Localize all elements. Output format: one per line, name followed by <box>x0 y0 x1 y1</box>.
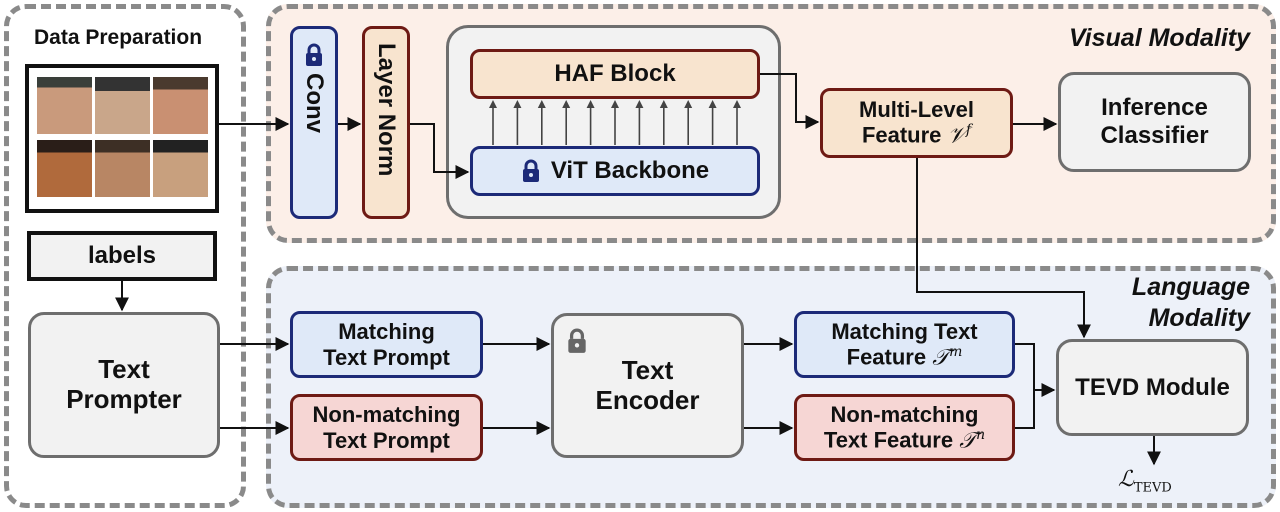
face-image <box>153 140 208 197</box>
lock-icon <box>306 43 322 66</box>
multi-level-line2: Feature <box>861 122 942 148</box>
visual-modality-title: Visual Modality <box>1068 24 1250 52</box>
matching-text-prompt-box: Matching Text Prompt <box>290 311 483 378</box>
nonmatching-feature-symbol: 𝒯 <box>959 428 977 454</box>
matching-feature-line1: Matching Text <box>831 318 978 344</box>
vit-backbone-label: ViT Backbone <box>550 157 710 185</box>
tevd-module-label: TEVD Module <box>1075 373 1230 401</box>
tevd-module-box: TEVD Module <box>1056 339 1249 436</box>
layer-norm-label: Layer Norm <box>372 43 400 177</box>
lock-icon <box>522 159 539 182</box>
labels-text: labels <box>87 242 157 270</box>
conv-label: Conv <box>300 73 328 133</box>
text-encoder-line1: Text <box>621 354 674 385</box>
text-prompter-line1: Text <box>98 354 150 385</box>
nonmatching-feature-line1: Non-matching <box>830 401 979 427</box>
face-image <box>95 77 150 134</box>
nonmatching-text-prompt-box: Non-matching Text Prompt <box>290 394 483 461</box>
language-title-line1: Language <box>1131 273 1250 301</box>
inference-line2: Classifier <box>1100 122 1209 149</box>
language-modality-title: Language Modality <box>1040 272 1250 335</box>
haf-block-box: HAF Block <box>470 49 760 99</box>
matching-prompt-line1: Matching <box>338 319 435 345</box>
inference-classifier-box: Inference Classifier <box>1058 72 1251 172</box>
nonmatching-prompt-line1: Non-matching <box>312 402 461 428</box>
vit-backbone-box: ViT Backbone <box>470 146 760 196</box>
haf-block-label: HAF Block <box>554 60 676 88</box>
inference-line1: Inference <box>1101 94 1208 122</box>
multi-level-symbol: 𝒱 <box>947 123 966 149</box>
matching-feature-sup: m <box>949 343 963 360</box>
multi-level-sup: f <box>965 122 972 139</box>
multi-level-feature-box: Multi-Level Feature 𝒱f <box>820 88 1013 158</box>
text-encoder-box: Text Encoder <box>551 313 744 458</box>
face-image-grid <box>25 64 219 213</box>
matching-text-feature-box: Matching Text Feature 𝒯m <box>794 311 1015 378</box>
face-image <box>37 140 92 197</box>
nonmatching-prompt-line2: Text Prompt <box>323 427 450 453</box>
loss-symbol: ℒ <box>1118 467 1134 492</box>
tevd-loss-label: ℒTEVD <box>1118 466 1172 495</box>
text-encoder-line2: Encoder <box>595 384 700 415</box>
text-prompter-box: Text Prompter <box>28 312 220 458</box>
layer-norm-box: Layer Norm <box>362 26 410 219</box>
labels-box: labels <box>27 231 217 281</box>
nonmatching-text-feature-box: Non-matching Text Feature 𝒯n <box>794 394 1015 461</box>
text-prompter-line2: Prompter <box>66 384 182 414</box>
language-title-line2: Modality <box>1148 304 1250 333</box>
face-image <box>37 77 92 134</box>
face-image <box>153 77 208 134</box>
matching-feature-line2: Feature <box>846 344 927 370</box>
multi-level-line1: Multi-Level <box>859 97 974 123</box>
nonmatching-feature-line2: Text Feature <box>823 427 954 453</box>
lock-icon <box>568 328 586 353</box>
face-image <box>95 140 150 197</box>
conv-box: Conv <box>290 26 338 219</box>
nonmatching-feature-sup: n <box>976 426 986 443</box>
matching-prompt-line2: Text Prompt <box>323 344 450 370</box>
loss-subscript: TEVD <box>1133 480 1172 496</box>
data-preparation-title: Data Preparation <box>34 26 203 49</box>
matching-feature-symbol: 𝒯 <box>932 345 950 371</box>
